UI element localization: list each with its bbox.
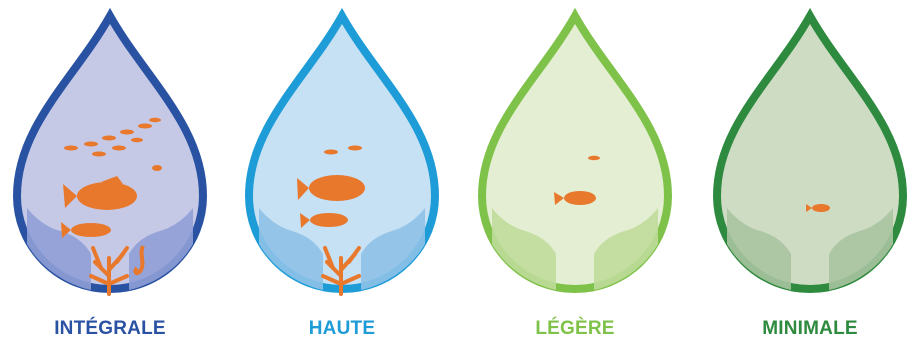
level-legere: LÉGÈRE [470, 0, 680, 354]
level-label: HAUTE [237, 318, 447, 340]
water-drop-icon [237, 8, 447, 300]
level-label: LÉGÈRE [470, 318, 680, 340]
level-label: MINIMALE [705, 318, 915, 340]
water-drop-icon [5, 8, 215, 300]
small-fish-icon [588, 156, 600, 160]
water-drop-icon [470, 8, 680, 300]
level-haute: HAUTE [237, 0, 447, 354]
level-integrale: INTÉGRALE [5, 0, 215, 354]
water-drop-icon [705, 8, 915, 300]
level-minimale: MINIMALE [705, 0, 915, 354]
level-label: INTÉGRALE [5, 318, 215, 340]
